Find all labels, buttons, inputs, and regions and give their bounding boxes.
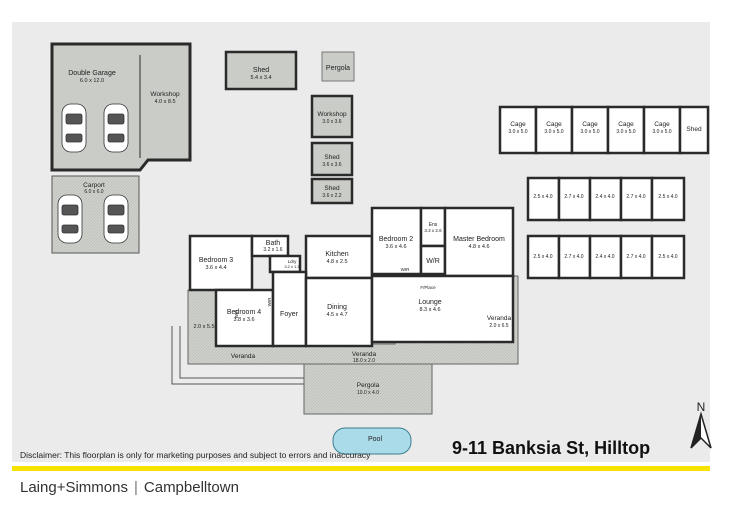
cage-size: 3.0 x 5.0 (508, 129, 527, 135)
pens-row-2 (526, 234, 686, 280)
workshop-main-size: 4.0 x 8.5 (154, 99, 175, 105)
cage-label: Cage (510, 121, 526, 128)
master-bedroom-size: 4.8 x 4.6 (468, 244, 489, 250)
bedroom3-size: 3.6 x 4.4 (205, 265, 226, 271)
wir-label: WIR (234, 309, 239, 318)
ens-label: Ens (429, 222, 438, 228)
cage-label: Cage (546, 121, 562, 128)
pool-label: Pool (368, 436, 382, 443)
carport-size: 6.0 x 6.0 (84, 189, 103, 195)
house-walls (188, 206, 515, 348)
shed-cage-label: Shed (686, 126, 702, 133)
pen-size: 2.7 x 4.0 (564, 254, 583, 260)
cage-label: Cage (654, 121, 670, 128)
pergola-small (321, 51, 355, 82)
laundry-label: Ldry (288, 259, 298, 264)
pergola-large-size: 10.0 x 4.0 (357, 390, 379, 396)
footer-accent-bar (12, 466, 710, 471)
shed-low-size: 3.6 x 2.2 (322, 193, 341, 199)
wr-label: W/R (426, 258, 440, 265)
bedroom4-label: Bedroom 4 (227, 309, 261, 316)
shed-top-size: 5.4 x 3.4 (250, 75, 271, 81)
agency-office: Campbelltown (143, 479, 239, 496)
bedroom3-label: Bedroom 3 (199, 257, 233, 264)
pen-size: 2.4 x 4.0 (595, 254, 614, 260)
cage-size: 3.0 x 5.0 (544, 129, 563, 135)
pen-size: 2.5 x 4.0 (533, 254, 552, 260)
car-icon (103, 103, 129, 153)
shed-mid (310, 141, 354, 177)
shed-top (224, 50, 298, 91)
workshop-small-size: 3.0 x 3.6 (322, 119, 341, 125)
laundry-size: 3.2 x 1.5 (284, 264, 300, 269)
pen-size: 2.4 x 4.0 (595, 194, 614, 200)
bath-size: 3.2 x 1.6 (263, 247, 282, 253)
pen-size: 2.7 x 4.0 (564, 194, 583, 200)
veranda-right-size: 2.0 x 6.5 (489, 323, 508, 329)
car-icon (57, 194, 83, 244)
veranda-outline (171, 326, 304, 385)
pen-size: 2.5 x 4.0 (658, 194, 677, 200)
wir-label: WIR (267, 297, 272, 306)
kitchen-label: Kitchen (325, 251, 348, 258)
car-icon (103, 194, 129, 244)
shed-low-label: Shed (324, 185, 340, 192)
car-icon (61, 103, 87, 153)
dining-label: Dining (327, 304, 347, 311)
cage-size: 3.0 x 5.0 (652, 129, 671, 135)
pen-size: 2.5 x 4.0 (658, 254, 677, 260)
cage-size: 3.0 x 5.0 (580, 129, 599, 135)
veranda-right-label: Veranda (487, 315, 512, 322)
bedroom2-size: 3.6 x 4.6 (385, 244, 406, 250)
double-garage-label: Double Garage (68, 70, 116, 77)
pen-size: 2.7 x 4.0 (626, 194, 645, 200)
wir-label: WIR (401, 267, 410, 272)
brand-separator: | (133, 479, 138, 496)
double-garage-size: 6.0 x 12.0 (80, 78, 104, 84)
pool (332, 427, 412, 455)
veranda-bottom-label: Veranda (352, 351, 377, 358)
shed-mid-size: 3.6 x 3.6 (322, 162, 341, 168)
lounge-size: 8.3 x 4.6 (419, 307, 440, 313)
disclaimer-text: Disclaimer: This floorplan is only for m… (20, 450, 371, 460)
agency-brand: Laing+Simmons | Campbelltown (20, 479, 239, 496)
shed-mid-label: Shed (324, 154, 340, 161)
north-arrow-icon: N (690, 400, 712, 449)
pen-size: 2.5 x 4.0 (533, 194, 552, 200)
ens-size: 3.3 x 2.6 (424, 228, 442, 233)
workshop-main-label: Workshop (150, 91, 180, 98)
pergola-small-label: Pergola (326, 65, 350, 72)
cages-row (498, 105, 710, 155)
master-bedroom-label: Master Bedroom (453, 236, 505, 243)
north-label: N (697, 400, 706, 414)
workshop-small (310, 94, 354, 139)
veranda-left-size: 2.0 x 5.5 (193, 324, 214, 330)
fplace-label: F/Place (420, 285, 436, 290)
agency-name: Laing+Simmons (20, 479, 128, 496)
veranda-bottom-size: 18.0 x 2.0 (353, 358, 375, 364)
bedroom4-size: 3.8 x 3.6 (233, 317, 254, 323)
pen-size: 2.7 x 4.0 (626, 254, 645, 260)
property-address: 9-11 Banksia St, Hilltop (452, 438, 651, 458)
veranda-outline (179, 326, 304, 379)
bath-label: Bath (266, 240, 281, 247)
cage-size: 3.0 x 5.0 (616, 129, 635, 135)
cage-label: Cage (618, 121, 634, 128)
veranda-lower-left-label: Veranda (231, 353, 256, 360)
cage-label: Cage (582, 121, 598, 128)
foyer-label: Foyer (280, 311, 299, 318)
shed-low (310, 177, 354, 205)
bedroom2-label: Bedroom 2 (379, 236, 413, 243)
lounge-label: Lounge (418, 299, 441, 306)
workshop-small-label: Workshop (317, 111, 347, 118)
kitchen-size: 4.8 x 2.5 (326, 259, 347, 265)
pergola-large-label: Pergola (357, 382, 380, 389)
carport-label: Carport (83, 182, 105, 189)
shed-top-label: Shed (253, 67, 269, 74)
pens-row-1 (526, 176, 686, 222)
dining-size: 4.5 x 4.7 (326, 312, 347, 318)
